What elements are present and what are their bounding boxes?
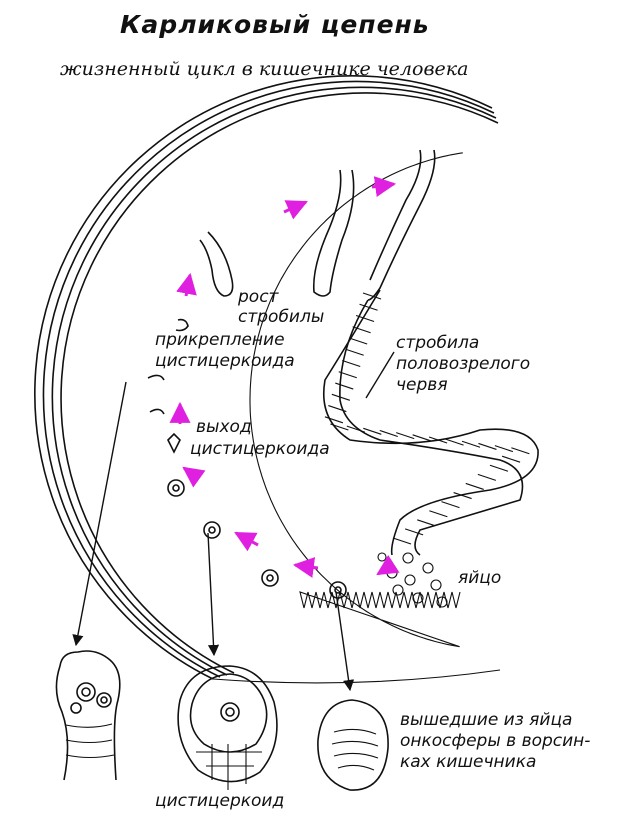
strobila-segment	[355, 314, 375, 323]
strobila-segment	[338, 371, 357, 379]
strobila-segment	[348, 337, 368, 345]
label-strobila-2: половозрелого	[396, 354, 530, 374]
strobila-segment	[396, 432, 415, 440]
cycle-arrows	[169, 176, 400, 578]
scolex-inset	[55, 650, 121, 781]
label-attach-2: цистицеркоида	[155, 351, 295, 371]
strobila-segment	[428, 436, 448, 444]
strobila-segment	[465, 482, 484, 490]
strobila-segment	[359, 303, 378, 311]
strobila-segment	[330, 423, 349, 431]
label-exit-1: выход	[196, 417, 252, 437]
strobila-segment	[417, 519, 436, 527]
strobila-segment	[441, 501, 460, 509]
strobila-segment	[352, 326, 371, 334]
strobila-segment	[445, 438, 464, 446]
strobila-segment	[412, 434, 431, 442]
label-oncosphere-3: ках кишечника	[400, 752, 536, 772]
pointer-lines	[72, 351, 395, 692]
strobila-segment	[489, 464, 509, 472]
strobila-segment	[379, 429, 398, 437]
strobila-segment	[328, 405, 347, 413]
strobila-segment	[453, 492, 472, 500]
strobila-segment	[404, 528, 424, 536]
strobila-segment	[461, 440, 481, 448]
strobila-segment	[324, 416, 344, 424]
oncosphere-inset	[317, 699, 389, 791]
label-growth-1: рост	[237, 287, 280, 307]
intestinal-villi	[249, 152, 463, 648]
label-cysticercoid: цистицеркоид	[155, 791, 284, 811]
strobila-segment	[429, 510, 448, 518]
label-exit-2: цистицеркоида	[190, 439, 330, 459]
intestine-wall	[33, 74, 501, 684]
strobila-segment	[478, 442, 497, 450]
strobila-segment	[494, 445, 514, 453]
strobila-segment	[477, 473, 497, 481]
diagram-title: Карликовый цепень	[120, 10, 430, 39]
strobila-segment	[363, 427, 382, 435]
strobila-segment	[511, 447, 530, 455]
label-attach-1: прикрепление	[155, 330, 285, 350]
label-oncosphere-1: вышедшие из яйца	[400, 710, 572, 730]
strobila-segment	[342, 360, 361, 368]
strobila-segment	[362, 292, 382, 300]
strobila-segment	[331, 393, 351, 401]
cysticercoid-inset	[177, 665, 278, 790]
label-oncosphere-2: онкосферы в ворсин-	[400, 731, 590, 751]
label-growth-2: стробилы	[238, 307, 324, 327]
cysticercoids	[147, 374, 347, 599]
label-egg: яйцо	[458, 568, 501, 588]
mature-strobila	[323, 289, 539, 556]
strobila-segment	[346, 425, 366, 433]
eggs	[377, 552, 448, 608]
label-strobila-1: стробила	[396, 333, 479, 353]
label-strobila-3: червя	[396, 375, 448, 395]
growing-strobilae	[175, 149, 436, 332]
strobila-segment	[392, 537, 412, 545]
strobila-segment	[501, 455, 521, 463]
strobila-segment	[345, 348, 364, 356]
diagram-subtitle: жизненный цикл в кишечнике человека	[60, 58, 468, 80]
strobila-segment	[335, 382, 354, 390]
